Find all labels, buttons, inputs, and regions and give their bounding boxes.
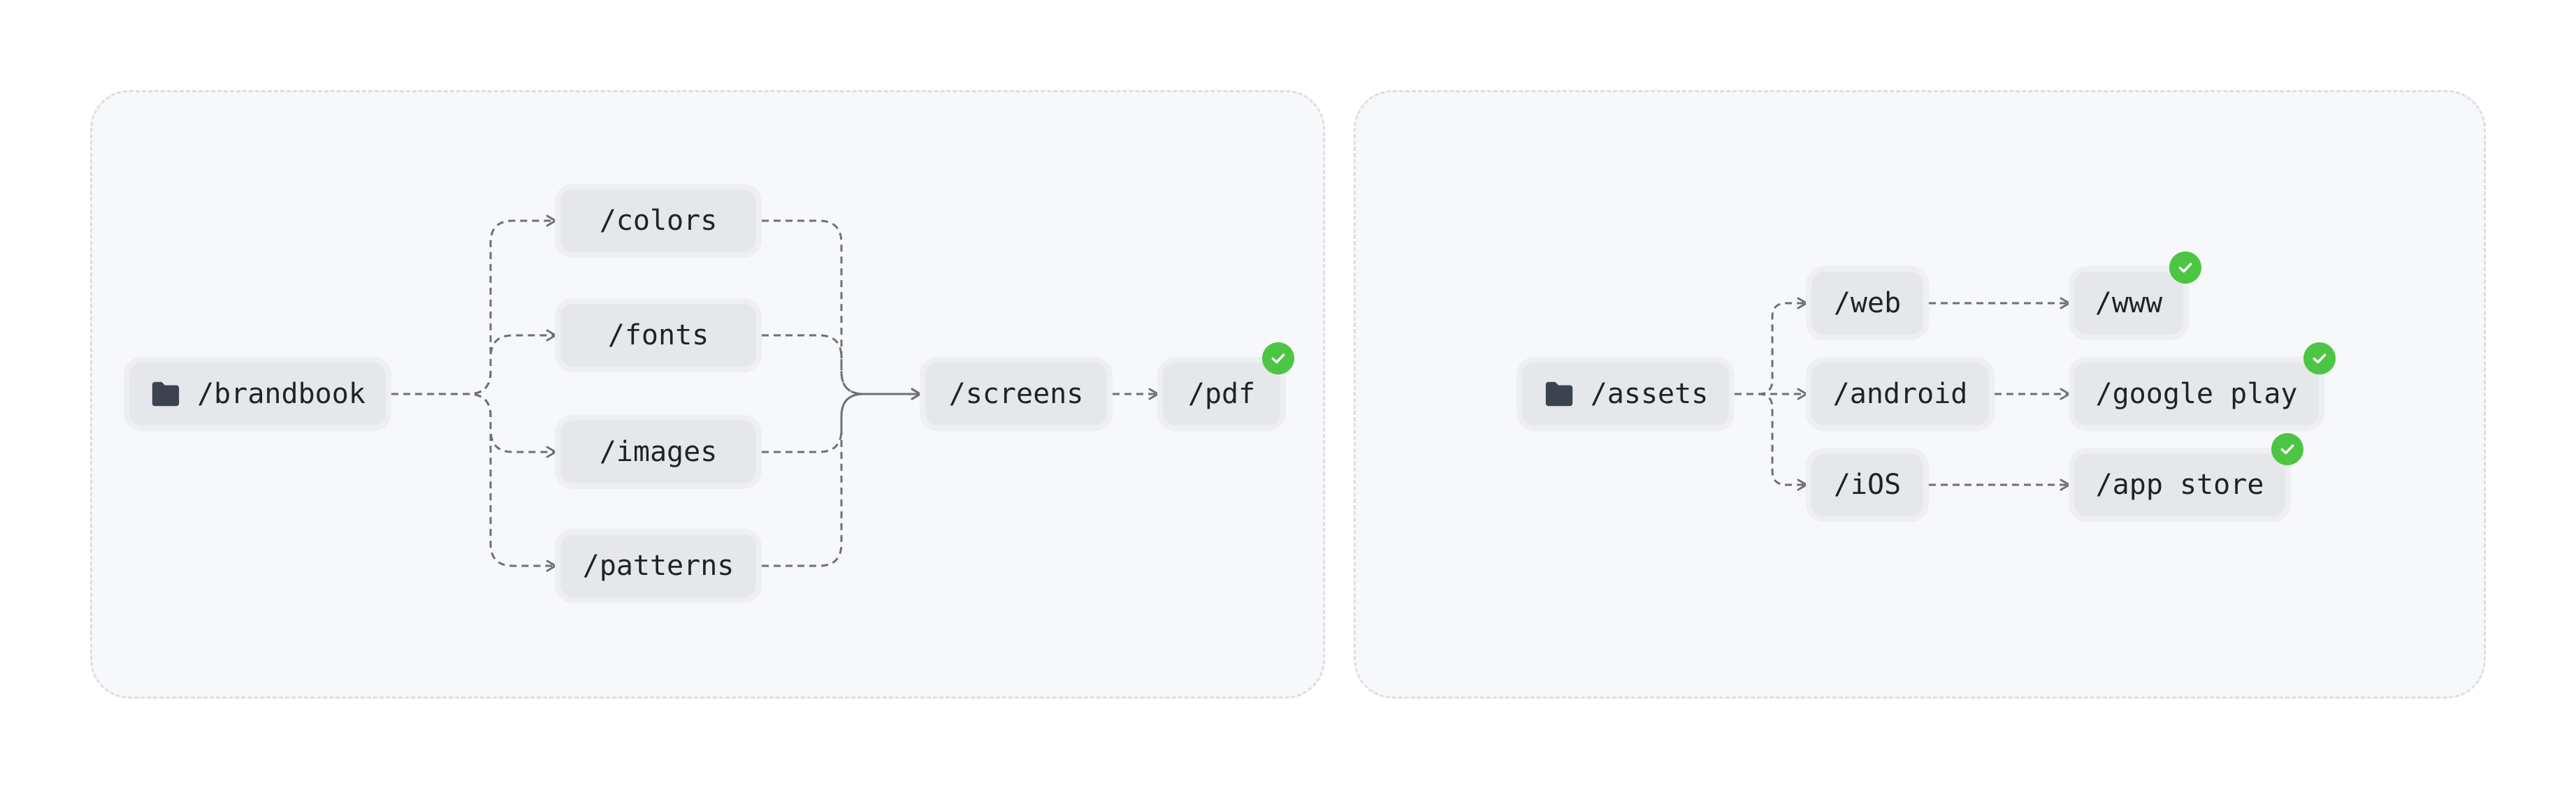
ios-node[interactable]: /iOS — [1806, 448, 1929, 522]
patterns-label: /patterns — [582, 550, 735, 582]
colors-label: /colors — [599, 205, 718, 237]
edge-colors-screens — [762, 219, 922, 400]
fonts-label: /fonts — [607, 319, 709, 351]
edge-fonts-screens — [762, 334, 922, 400]
check-icon — [2169, 251, 2201, 284]
folder-icon — [152, 381, 180, 407]
images-node[interactable]: /images — [555, 415, 762, 489]
fonts-node[interactable]: /fonts — [555, 298, 762, 372]
app-store-label: /app store — [2095, 469, 2264, 501]
web-node[interactable]: /web — [1806, 266, 1929, 340]
screens-node[interactable]: /screens — [920, 357, 1113, 431]
brandbook-label: /brandbook — [197, 378, 366, 410]
screens-label: /screens — [948, 378, 1084, 410]
pdf-label: /pdf — [1187, 378, 1256, 410]
assets-node[interactable]: /assets — [1517, 357, 1735, 431]
edge-assets-web — [1735, 297, 1808, 395]
check-icon — [2303, 342, 2336, 374]
web-label: /web — [1833, 287, 1902, 319]
ios-label: /iOS — [1833, 469, 1902, 501]
folder-icon — [1545, 381, 1572, 407]
android-label: /android — [1832, 378, 1968, 410]
edge-brandbook-images — [391, 393, 557, 458]
check-icon — [1262, 342, 1294, 374]
edge-brandbook-colors — [391, 214, 557, 395]
app-store-node[interactable]: /app store — [2069, 448, 2291, 522]
google-play-label: /google play — [2095, 378, 2298, 410]
check-icon — [2271, 433, 2303, 465]
brandbook-node[interactable]: /brandbook — [124, 357, 391, 431]
www-label: /www — [2094, 287, 2163, 319]
edge-brandbook-fonts — [391, 329, 557, 395]
assets-label: /assets — [1590, 378, 1709, 410]
www-node[interactable]: /www — [2069, 266, 2189, 340]
pdf-node[interactable]: /pdf — [1157, 357, 1286, 431]
edge-brandbook-patterns — [391, 393, 557, 572]
patterns-node[interactable]: /patterns — [555, 529, 762, 603]
colors-node[interactable]: /colors — [555, 184, 762, 258]
images-label: /images — [599, 436, 718, 468]
edge-patterns-screens — [762, 388, 922, 567]
android-node[interactable]: /android — [1806, 357, 1995, 431]
edge-assets-ios — [1735, 393, 1808, 491]
google-play-node[interactable]: /google play — [2069, 357, 2324, 431]
